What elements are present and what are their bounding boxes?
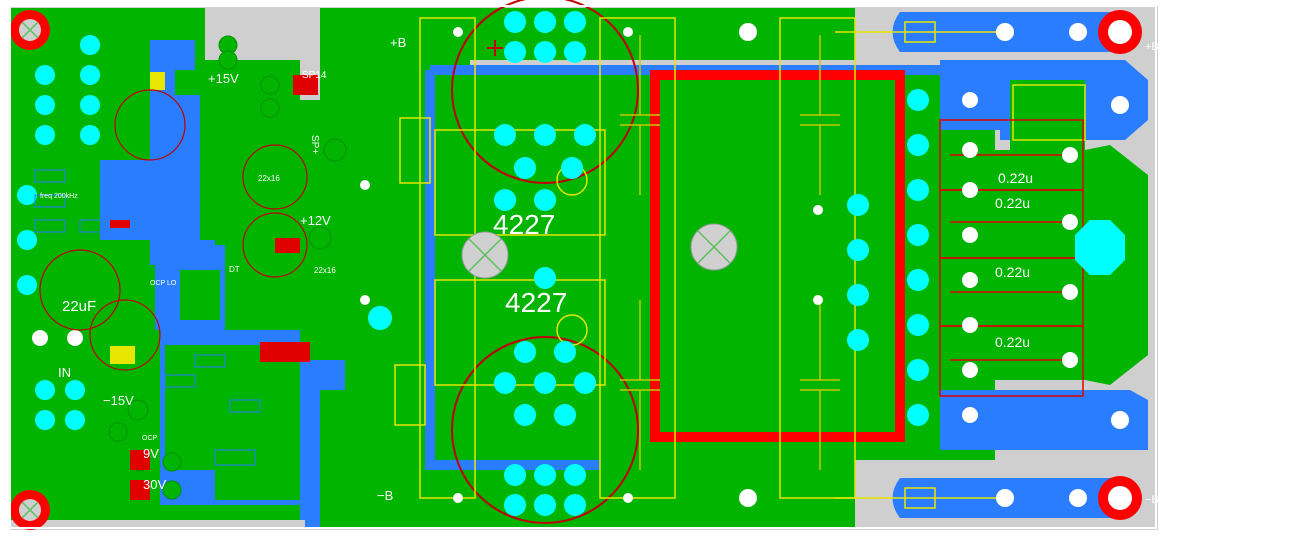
cap-label-1: 0.22u bbox=[998, 170, 1033, 186]
cap-label-2: 0.22u bbox=[995, 195, 1030, 211]
copper-ground-diag bbox=[300, 360, 345, 527]
label-22uf: 22uF bbox=[62, 298, 96, 315]
label-freq: freq 200kHz bbox=[40, 193, 78, 200]
label-9v: 9V bbox=[143, 446, 159, 461]
rail-plus-b: +B bbox=[390, 35, 406, 50]
transistor-upper-label: 4227 bbox=[493, 209, 555, 240]
rail-minus-b: −B bbox=[377, 488, 393, 503]
cap-label-3: 0.22u bbox=[995, 264, 1030, 280]
capacitor-lower-outline bbox=[451, 336, 639, 524]
yellow-smd bbox=[150, 72, 165, 90]
copper-output-green-2 bbox=[995, 150, 1085, 380]
label-22x16-b: 22x16 bbox=[314, 266, 336, 275]
pads-cyan bbox=[17, 11, 1125, 516]
copper-right-lower bbox=[940, 390, 1148, 450]
transistor-lower-label: 4227 bbox=[505, 287, 567, 318]
board-outline bbox=[9, 5, 1157, 529]
film-cap-symbols bbox=[620, 35, 840, 470]
label-30v: 30V bbox=[143, 477, 166, 492]
yellow-smd-2 bbox=[110, 346, 135, 364]
silk-red-outlines bbox=[939, 119, 1084, 397]
label-plus15v: +15V bbox=[208, 71, 239, 86]
small-caps bbox=[39, 89, 308, 371]
label-spk: SP+ bbox=[309, 135, 320, 154]
copper-left-inner bbox=[180, 270, 220, 320]
label-plus12v: +12V bbox=[300, 213, 331, 228]
label-in: IN bbox=[58, 365, 71, 380]
capacitor-upper-outline bbox=[451, 0, 639, 184]
hole-crosses bbox=[21, 21, 731, 519]
drill-holes bbox=[32, 23, 1129, 507]
copper-output-strip bbox=[1010, 80, 1085, 150]
label-dt: DT bbox=[229, 265, 240, 274]
label-minus15v: −15V bbox=[103, 393, 134, 408]
label-ocp: OCP bbox=[142, 435, 158, 442]
terminal-traces bbox=[835, 21, 1000, 509]
label-ocp-lo: OCP LO bbox=[150, 280, 177, 287]
cap-label-4: 0.22u bbox=[995, 334, 1030, 350]
label-sp14: SP14 bbox=[302, 70, 327, 81]
copper-left-inner-2 bbox=[165, 345, 300, 500]
label-22x16-a: 22x16 bbox=[258, 174, 280, 183]
smd-red-parts bbox=[110, 75, 318, 500]
